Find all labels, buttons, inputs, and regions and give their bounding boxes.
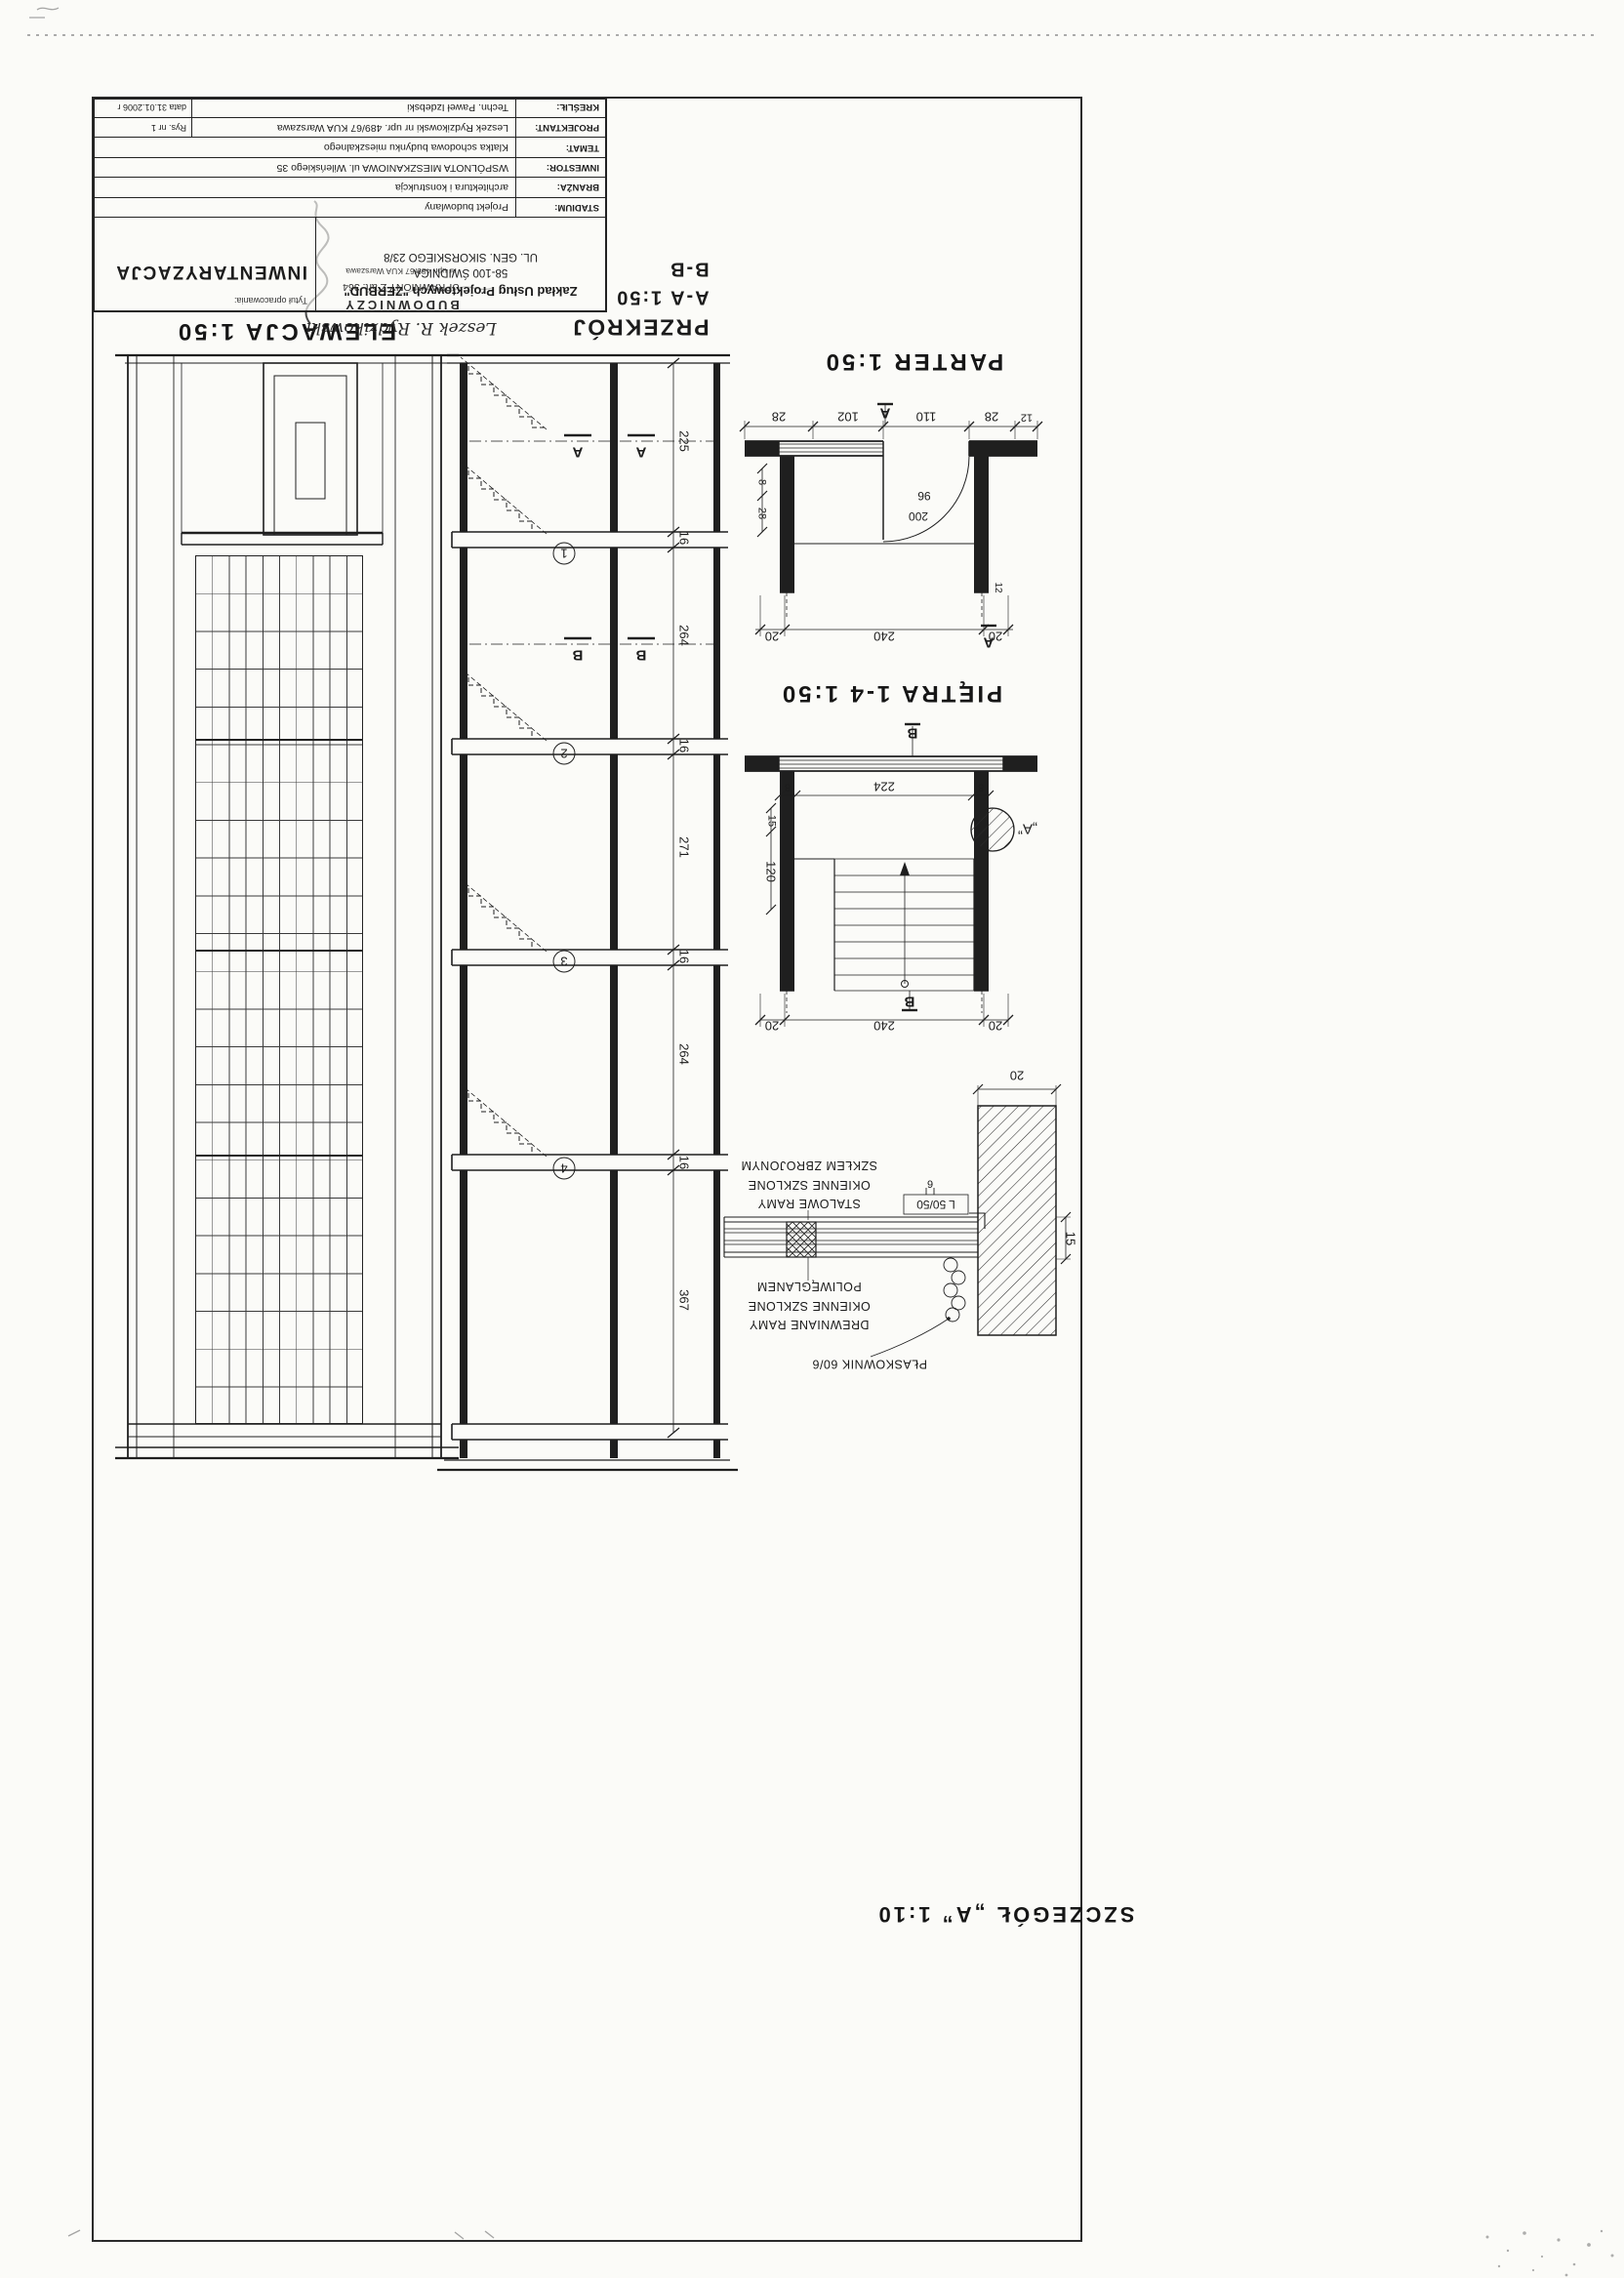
dim-pietra-20: 20 [764,1018,780,1034]
dim-parter-12: 12 [993,582,1003,593]
dim-pietra-120: 120 [763,861,779,882]
dim-section-16: 16 [676,949,692,964]
dim-section-16: 16 [676,738,692,753]
dim-detail-20: 20 [1009,1068,1025,1083]
dim-detail-15: 15 [1063,1231,1078,1246]
flight-number-3: 3 [560,954,568,969]
dim-parter-12: 12 [1020,411,1034,424]
dim-pietra-8: 8 [784,781,792,793]
dim-pietra-15: 15 [765,814,778,828]
dim-door-96: 96 [917,489,931,503]
elevation-drawing [115,353,459,1460]
dim-parter-28: 28 [984,409,999,425]
section-marker-a: A [572,443,584,461]
dim-section-367: 367 [676,1289,692,1311]
dim-section-16: 16 [676,530,692,546]
parter-plan [739,402,1043,636]
flight-number-4: 4 [560,1160,568,1176]
section-drawing [437,353,738,1472]
elevation-floor-line [195,739,363,742]
label-steel-angle: L 50/50 [916,1198,955,1211]
dim-pietra-8: 8 [977,781,985,793]
title-block: Zakład Usług Projektowych "ZERBUD" 58-10… [93,97,607,312]
section-marker-a: A [635,443,647,461]
flight-number-2: 2 [560,746,568,761]
dim-parter-20: 20 [764,629,780,644]
dim-section-264: 264 [676,625,692,646]
dim-door-200: 200 [908,509,929,523]
plan-cut-marker-b: B [904,993,915,1010]
scan-noise-dots [1485,2229,1614,2277]
detail-ref-a: „A” [1018,820,1037,837]
plan-cut-marker-a: A [879,404,891,422]
dim-parter-8: 8 [755,478,768,486]
dim-detail-6: 6 [926,1177,934,1190]
elevation-floor-line [195,1155,363,1158]
dim-parter-102: 102 [837,409,859,425]
dim-parter-110: 110 [915,409,937,425]
detail-drawing [723,1083,1072,1358]
dim-pietra-240: 240 [873,1018,895,1034]
dim-pietra-224: 224 [873,779,895,794]
flight-number-1: 1 [560,546,568,561]
elevation-glass-grid [195,555,363,1424]
section-marker-b: B [635,646,647,664]
plan-cut-marker-b: B [907,724,918,742]
elevation-floor-line [195,950,363,953]
scan-artifacts [27,7,1597,2240]
plan-cut-marker-a: A [983,633,995,651]
dim-parter-28: 28 [755,507,768,520]
stair-flights [460,356,548,1158]
dim-pietra-20: 20 [988,1018,1003,1034]
dim-section-225: 225 [676,430,692,452]
dim-section-16: 16 [676,1155,692,1170]
pietra-plan [745,722,1037,1027]
section-marker-b: B [572,646,584,664]
dim-parter-240: 240 [873,629,895,644]
dim-section-264: 264 [676,1043,692,1065]
floor-slabs [437,531,738,1472]
dim-parter-28: 28 [771,409,787,425]
dim-section-271: 271 [676,836,692,858]
